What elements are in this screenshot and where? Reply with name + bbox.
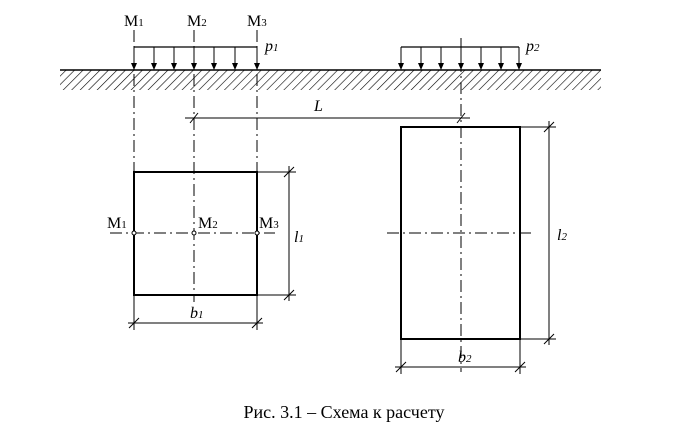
label-b1: b1 bbox=[190, 305, 204, 322]
dimension-l-tick-left bbox=[189, 112, 199, 124]
load-p2-arrows bbox=[398, 47, 522, 70]
label-m2-plan: M2 bbox=[198, 215, 218, 232]
point-m1 bbox=[131, 230, 137, 236]
label-m1-plan: M1 bbox=[107, 215, 127, 232]
label-m3-plan: M3 bbox=[259, 215, 279, 232]
label-p2: p2 bbox=[525, 38, 540, 55]
dimension-l-tick-right bbox=[456, 112, 466, 124]
load-p1-arrows bbox=[131, 47, 260, 70]
label-m3-top: M3 bbox=[247, 13, 267, 30]
ground-hatching bbox=[60, 70, 601, 90]
point-m3 bbox=[254, 230, 260, 236]
label-l: L bbox=[313, 98, 323, 115]
foundation-2-plan bbox=[387, 121, 556, 374]
label-m1-top: M1 bbox=[124, 13, 144, 30]
label-p1: p1 bbox=[264, 38, 279, 55]
label-l2: l2 bbox=[557, 227, 567, 244]
label-b2: b2 bbox=[458, 349, 472, 366]
dimension-b2 bbox=[395, 339, 526, 374]
label-m2-top: M2 bbox=[187, 13, 207, 30]
dimension-l2 bbox=[520, 121, 556, 345]
dimension-l bbox=[185, 112, 470, 124]
load-p1 bbox=[131, 46, 260, 70]
dimension-b1 bbox=[128, 295, 263, 330]
label-l1: l1 bbox=[294, 229, 304, 246]
load-p2 bbox=[398, 46, 522, 70]
foundation-1-plan bbox=[110, 166, 296, 330]
point-m2 bbox=[191, 230, 197, 236]
vertical-axes bbox=[133, 30, 462, 372]
dimension-l1 bbox=[257, 166, 296, 301]
ground-surface bbox=[60, 69, 601, 90]
figure-caption: Рис. 3.1 – Схема к расчету bbox=[243, 402, 445, 422]
